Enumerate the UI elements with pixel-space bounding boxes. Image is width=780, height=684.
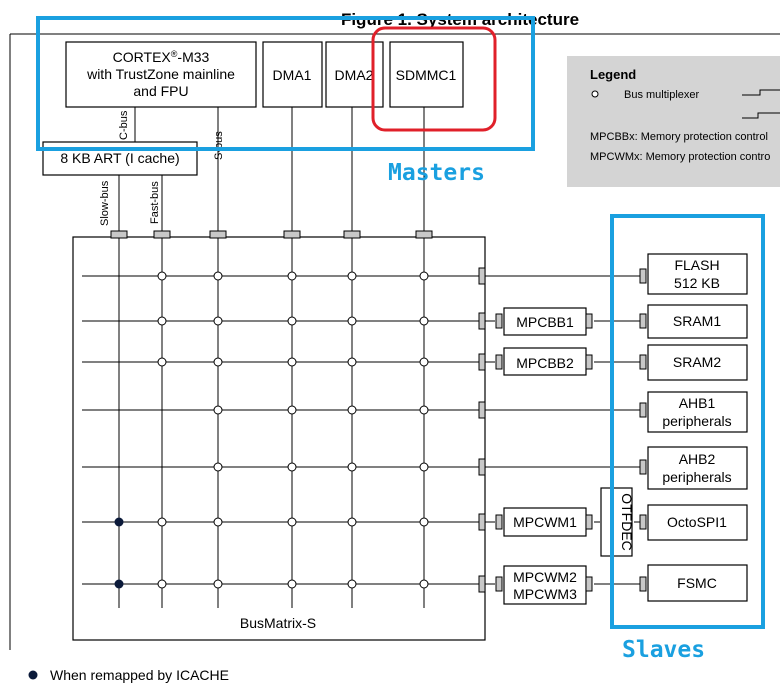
legend-box: Legend Bus multiplexer MPCBBx: Memory pr… <box>567 56 780 187</box>
cpu-master-box: CORTEX®-M33 with TrustZone mainline and … <box>65 41 257 108</box>
flash-label: FLASH <box>674 257 719 273</box>
matrix-horizontal-lines <box>82 275 480 585</box>
icache-label: 8 KB ART (I cache) <box>60 150 179 166</box>
octospi-slave-box: OctoSPI1 <box>647 504 748 541</box>
mpcwm2-label: MPCWM2 <box>513 569 577 585</box>
legend-port-icon <box>742 89 780 96</box>
mpcwm1-label: MPCWM1 <box>513 514 577 530</box>
ahb1-sub: peripherals <box>662 413 731 429</box>
octospi-label: OctoSPI1 <box>667 514 727 530</box>
matrix-slave-ports <box>478 267 486 593</box>
slave-connection-lines <box>485 275 640 585</box>
flash-slave-box: FLASH 512 KB <box>647 253 748 295</box>
cpu-desc-line3: and FPU <box>133 83 188 99</box>
busmatrix-label: BusMatrix-S <box>240 615 316 631</box>
legend-title: Legend <box>590 67 636 82</box>
footnote-text: When remapped by ICACHE <box>50 667 229 683</box>
slave-ports <box>639 268 647 592</box>
ahb1-slave-box: AHB1 peripherals <box>647 391 748 433</box>
ahb2-slave-box: AHB2 peripherals <box>647 446 748 490</box>
sram2-slave-box: SRAM2 <box>647 344 748 381</box>
remap-nodes <box>114 517 124 589</box>
legend-mpcwm: MPCWMx: Memory protection contro <box>590 151 770 163</box>
cpu-name: CORTEX <box>113 49 172 65</box>
legend-mux-label: Bus multiplexer <box>624 89 700 101</box>
ahb2-sub: peripherals <box>662 469 731 485</box>
otfdec-box: OTFDEC <box>600 487 635 557</box>
mpcwm23-box: MPCWM2 MPCWM3 <box>495 565 593 605</box>
busmatrix-box <box>72 236 486 641</box>
ahb1-label: AHB1 <box>679 395 716 411</box>
dma1-label: DMA1 <box>273 67 312 83</box>
mpcbb1-box: MPCBB1 <box>495 307 593 336</box>
mpcbb1-label: MPCBB1 <box>516 314 574 330</box>
flash-size: 512 KB <box>674 275 720 291</box>
slaves-annotation-label: Slaves <box>622 637 705 663</box>
icache-box: 8 KB ART (I cache) <box>42 141 198 176</box>
masters-annotation-box <box>36 16 535 151</box>
otfdec-label: OTFDEC <box>619 493 635 551</box>
legend-mpcbb: MPCBBx: Memory protection control <box>590 131 768 143</box>
mpcbb2-label: MPCBB2 <box>516 355 574 371</box>
ahb2-label: AHB2 <box>679 451 716 467</box>
mpcwm1-box: MPCWM1 <box>495 507 593 537</box>
dma2-label: DMA2 <box>335 67 374 83</box>
dma1-master-box: DMA1 <box>262 41 323 108</box>
matrix-mux-nodes <box>157 271 429 589</box>
legend-mux-icon <box>591 90 599 98</box>
fastbus-label: Fast-bus <box>149 181 161 224</box>
mpcbb2-box: MPCBB2 <box>495 347 593 376</box>
sdmmc-highlight-box <box>371 26 497 132</box>
cpu-desc-line2: with TrustZone mainline <box>86 66 235 82</box>
matrix-vertical-lines <box>118 238 425 608</box>
svg-text:CORTEX®-M33: CORTEX®-M33 <box>113 49 210 65</box>
sram2-label: SRAM2 <box>673 354 721 370</box>
slowbus-label: Slow-bus <box>99 180 111 226</box>
sram1-slave-box: SRAM1 <box>647 304 748 339</box>
sdmmc1-label: SDMMC1 <box>396 67 457 83</box>
footnote-bullet-icon <box>28 670 38 680</box>
mpcwm3-label: MPCWM3 <box>513 586 577 602</box>
cbus-label: C-bus <box>118 110 130 140</box>
sram1-label: SRAM1 <box>673 313 721 329</box>
fsmc-label: FSMC <box>677 575 717 591</box>
masters-annotation-label: Masters <box>388 160 485 186</box>
sbus-label: S-bus <box>213 131 225 160</box>
slaves-annotation-box <box>610 214 765 629</box>
sdmmc1-master-box: SDMMC1 <box>389 41 464 108</box>
fsmc-slave-box: FSMC <box>647 564 748 602</box>
